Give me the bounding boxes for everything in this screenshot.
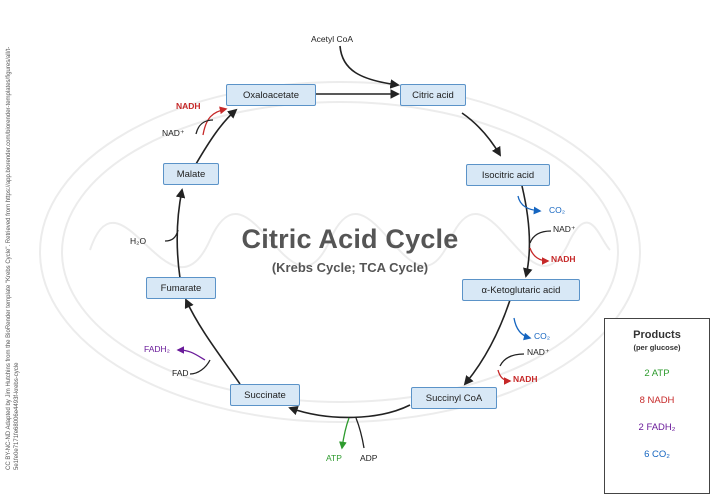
arrow-succinylcoa-succinate <box>288 404 411 419</box>
arrow-succinate-fumarate <box>184 298 241 385</box>
arrow-nad-1 <box>195 119 214 135</box>
arrow-fadh2 <box>176 346 206 361</box>
node-fumarate[interactable]: Fumarate <box>146 277 216 299</box>
arrow-nad-2 <box>529 230 552 244</box>
arrow-acetylcoa-citric <box>339 45 400 89</box>
node-malate[interactable]: Malate <box>163 163 219 185</box>
arrow-nadh-2 <box>529 247 550 265</box>
product-item-fadh2: 2 FADH₂ <box>638 422 676 433</box>
node-oxaloacetate[interactable]: Oxaloacetate <box>226 84 316 106</box>
diagram-subtitle: (Krebs Cycle; TCA Cycle) <box>271 260 429 275</box>
node-ketoglutaric-acid[interactable]: α-Ketoglutaric acid <box>462 279 580 301</box>
product-item-atp: 2 ATP <box>644 368 670 379</box>
arrow-nad-3 <box>499 353 525 367</box>
arrow-malate-oxaloacetate <box>195 108 238 165</box>
co2-label-1: CO₂ <box>549 205 566 215</box>
arrow-nadh-1 <box>202 106 228 136</box>
arrow-adp <box>355 417 365 449</box>
arrow-atp <box>339 417 350 450</box>
arrow-fad <box>189 359 211 375</box>
atp-label: ATP <box>326 453 342 463</box>
arrow-nadh-3 <box>497 369 512 385</box>
nad-label-2: NAD⁺ <box>553 224 576 234</box>
node-citric-acid[interactable]: Citric acid <box>400 84 466 106</box>
products-box: Products (per glucose) 2 ATP 8 NADH 2 FA… <box>604 318 710 494</box>
nadh-label-1: NADH <box>176 101 201 111</box>
arrow-fumarate-malate <box>175 188 186 279</box>
product-item-co2: 6 CO₂ <box>644 449 670 460</box>
arrow-ketoglutaric-succinylcoa <box>463 299 511 386</box>
products-title: Products <box>633 329 681 341</box>
arrow-citric-isocitric <box>461 112 501 157</box>
arrow-isocitric-ketoglutaric <box>521 185 533 278</box>
attribution-credit: CC BY-NC-ND Adapted by Jim Hutchins from… <box>6 46 20 470</box>
nadh-label-2: NADH <box>551 254 576 264</box>
acetyl-coa-label: Acetyl CoA <box>311 34 354 44</box>
fadh2-label: FADH₂ <box>144 344 170 354</box>
product-item-nadh: 8 NADH <box>639 395 675 406</box>
fad-label: FAD <box>172 368 189 378</box>
products-subtitle: (per glucose) <box>633 343 681 352</box>
nad-label-1: NAD⁺ <box>162 128 185 138</box>
co2-label-2: CO₂ <box>534 331 551 341</box>
nadh-label-3: NADH <box>513 374 538 384</box>
node-isocitric-acid[interactable]: Isocitric acid <box>466 164 550 186</box>
adp-label: ADP <box>360 453 378 463</box>
diagram-title: Citric Acid Cycle <box>241 224 459 254</box>
nad-label-3: NAD⁺ <box>527 347 550 357</box>
arrow-h2o <box>164 229 179 242</box>
node-succinate[interactable]: Succinate <box>230 384 300 406</box>
h2o-label: H₂O <box>130 236 147 246</box>
cycle-arrows <box>175 45 533 419</box>
mitochondrion-outline <box>39 81 641 423</box>
arrow-co2-2 <box>513 317 532 341</box>
side-arrows <box>164 106 552 450</box>
arrow-co2-1 <box>517 195 542 215</box>
node-succinyl-coa[interactable]: Succinyl CoA <box>411 387 497 409</box>
